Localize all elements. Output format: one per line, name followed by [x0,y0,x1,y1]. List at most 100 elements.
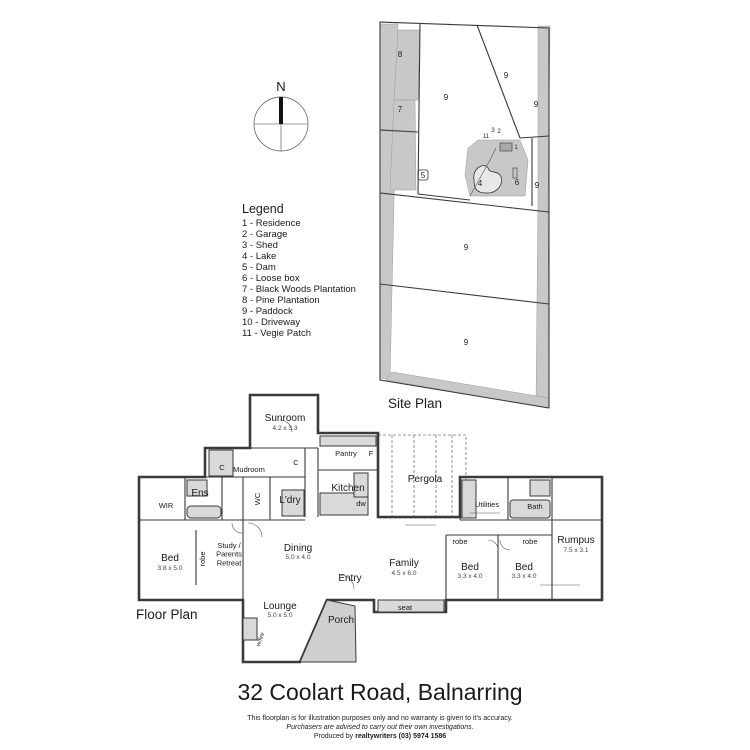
legend-title: Legend [242,202,284,216]
zone-number: 9 [464,243,469,252]
kitchen-bench [319,492,369,516]
fixture-label-seat: seat [398,603,413,612]
driveway-line [469,147,497,197]
legend: Legend 1 - Residence 2 - Garage 3 - Shed… [242,202,356,339]
legend-item: 9 - Paddock [242,306,293,317]
paddock-fence [417,193,471,201]
zone-number: 5 [421,171,426,180]
room-label-mudroom: Mudroom [233,465,265,474]
laundry-bench [281,489,305,517]
paddock-fence [379,192,550,213]
room-label-sunroom: Sunroom [265,413,306,424]
room-dims-family: 4.5 x 6.0 [392,570,417,577]
zone-number: 8 [398,50,403,59]
room-dims-sunroom: 4.2 x 3.3 [273,425,298,432]
dam-outline [417,169,429,181]
family-seat [377,599,445,613]
site-boundary [379,21,550,409]
room-dims-dining: 5.0 x 4.0 [286,554,311,561]
north-arrow-icon [279,97,283,124]
property-address: 32 Coolart Road, Balnarring [237,679,522,705]
legend-item: 6 - Loose box [242,273,300,284]
fixture-label-robe: robe [522,537,537,546]
disclaimer-line-2: Purchasers are advised to carry out thei… [286,724,473,731]
zone-number: 9 [464,338,469,347]
room-dims-lounge: 5.0 x 5.0 [268,612,293,619]
legend-item: 2 - Garage [242,229,287,240]
zone-number: 1 [514,145,518,151]
room-label-wir: WIR [159,501,174,510]
porch-floor [299,599,357,663]
pergola: Pergola [377,434,467,519]
legend-item: 7 - Black Woods Plantation [242,284,356,295]
legend-item: 5 - Dam [242,262,276,273]
tree-belt-east [535,25,551,409]
room-label-kitchen: Kitchen [331,483,364,494]
fixture-label-dishwasher: dw [356,499,366,508]
room-label-bed2: Bed [461,562,479,573]
interior-walls [139,447,602,612]
zone-number: 9 [534,100,539,109]
zone-number: 9 [444,93,449,102]
legend-item: 3 - Shed [242,240,278,251]
produced-by-prefix: Produced by [314,733,355,740]
floor-plan: Pergola [136,393,604,664]
room-label-lounge: Lounge [263,601,297,612]
room-label-rumpus: Rumpus [557,535,594,546]
room-dims-rumpus: 7.5 x 3.1 [564,547,589,554]
zone-number: 11 [483,134,490,140]
blackwoods-plantation-trees [389,99,417,191]
bath-shower [529,479,551,497]
kitchen-island [353,472,369,498]
door-swing [279,419,293,433]
room-label-porch: Porch [328,615,354,626]
pantry-shelving [319,435,377,447]
lake-outline [473,165,503,194]
site-plan: 8 9 9 7 9 5 4 6 9 9 9 11 3 2 1 Site Plan [379,21,551,411]
zone-number: 3 [491,128,495,134]
door-swing [247,522,263,538]
fixtures [186,435,551,663]
legend-item: 4 - Lake [242,251,276,262]
fixture-label-cupboard: C [293,458,299,467]
utilities-bench [461,479,477,519]
text-line: Parents [216,550,242,559]
compass-north-label: N [276,79,285,94]
pine-plantation-trees [393,29,421,101]
room-label-bed-main: Bed [161,553,179,564]
tree-belts [379,23,551,409]
fixture-label-cupboard: C [219,463,225,472]
zone-number: 9 [504,71,509,80]
text-line: Study / [217,541,241,550]
legend-item: 1 - Residence [242,218,301,229]
paddock-fence [379,283,550,305]
zone-number: 4 [478,179,483,188]
paddock-fence [379,129,419,133]
door-swing [499,539,511,551]
legend-item: 11 - Vegie Patch [242,328,311,339]
paddock-fence [519,135,550,139]
produced-by: Produced by realtywriters (03) 5974 1586 [314,733,446,740]
zone-number: 9 [535,181,540,190]
fixture-label-fridge: F [369,449,374,458]
legend-item: 10 - Driveway [242,317,300,328]
paddock-fence [476,24,521,139]
compass: N [253,79,309,152]
fixture-label-robe: robe [452,537,467,546]
room-label-pantry: Pantry [335,449,357,458]
house-outer-walls [137,393,604,664]
disclaimer-line-1: This floorplan is for illustration purpo… [247,715,512,722]
legend-item: 8 - Pine Plantation [242,295,320,306]
zone-number: 7 [398,105,403,114]
text-line: Retreat [217,558,243,567]
room-dims-bed2: 3.3 x 4.0 [458,573,483,580]
door-swing [231,522,243,534]
mudroom-bench [208,449,234,477]
room-dims-bed-main: 3.8 x 5.0 [158,565,183,572]
door-swings [231,419,580,590]
floor-plan-title: Floor Plan [136,607,198,622]
room-label-bed3: Bed [515,562,533,573]
room-label-bath: Bath [527,502,542,511]
room-label-ens: Ens [191,488,208,499]
